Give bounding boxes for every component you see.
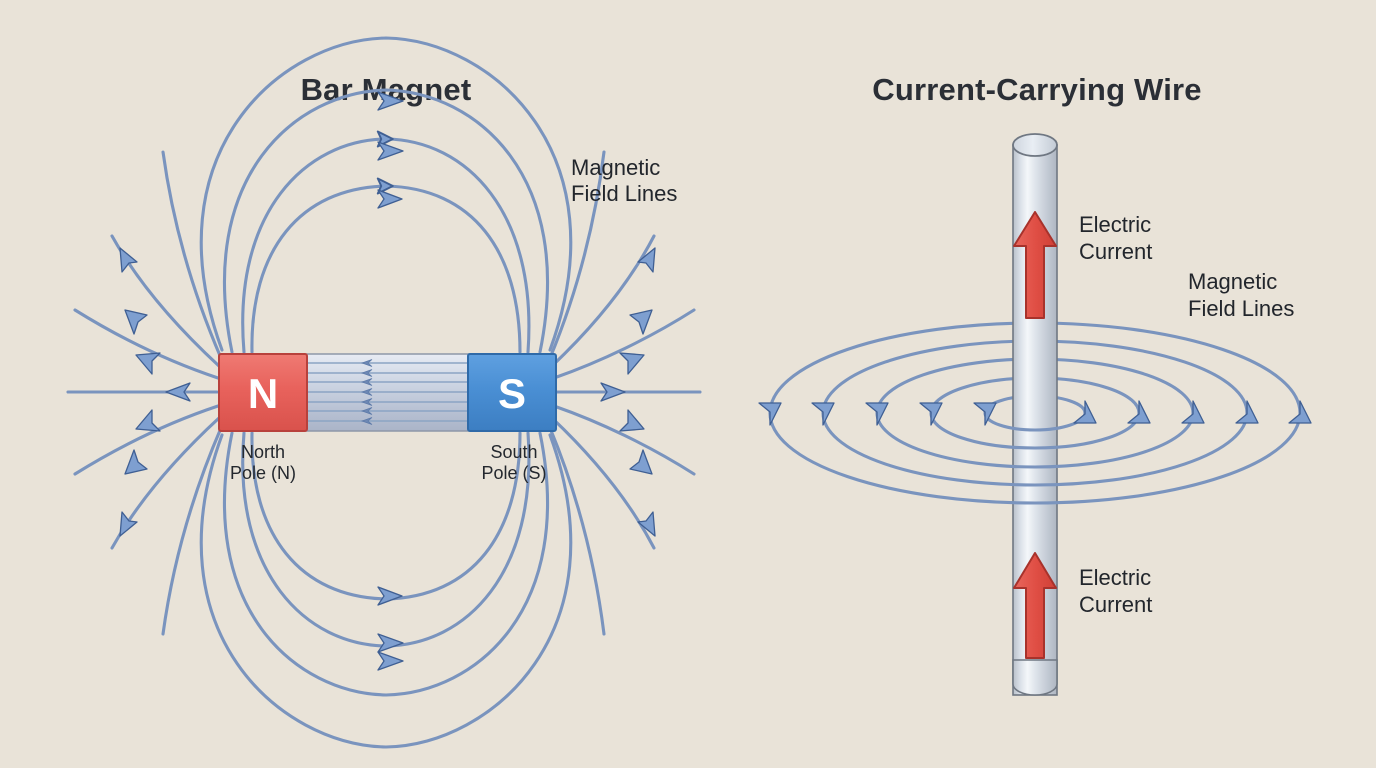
svg-text:Electric: Electric: [1079, 565, 1151, 590]
south-pole-label: South Pole (S): [481, 442, 546, 483]
arrowhead-wire-left-1: [973, 402, 997, 426]
wire-bottom-cap: [1012, 659, 1058, 696]
north-pole-block: [218, 353, 308, 432]
field-line-s-3: [550, 234, 656, 368]
current-label-lower: Electric Current: [1079, 565, 1152, 617]
arrowhead-wire-left-4: [811, 402, 835, 426]
svg-text:Electric: Electric: [1079, 212, 1151, 237]
arrowhead-n-6: [119, 511, 138, 537]
arrowhead-s-3: [629, 309, 653, 335]
svg-text:Field Lines: Field Lines: [571, 181, 677, 206]
arrowhead-wire-right-5: [1288, 400, 1312, 424]
svg-text:Magnetic: Magnetic: [1188, 269, 1277, 294]
ellipse-front-2: [929, 411, 1141, 450]
field-line-n-5: [161, 150, 223, 360]
arrowhead-wire-right-4: [1235, 400, 1259, 424]
svg-text:Magnetic: Magnetic: [571, 155, 660, 180]
current-arrow-lower-shape: [1013, 552, 1057, 659]
right-field-lines-annotation: Magnetic Field Lines: [1188, 269, 1294, 321]
field-line-s-4: [550, 416, 656, 550]
field-arrows-south-radial: [600, 247, 656, 537]
magnet-north-pole: N: [218, 353, 308, 432]
arrowhead-top-1: [377, 189, 403, 209]
arrowhead-s-1: [619, 352, 645, 375]
arrowhead-s-5: [637, 247, 656, 273]
field-lines-bottom-loops: [199, 431, 573, 749]
svg-text:South: South: [490, 442, 537, 462]
right-panel-title: Current-Carrying Wire: [872, 72, 1201, 107]
arrowhead-s-6: [637, 511, 656, 537]
field-lines-north-radial: [66, 150, 223, 636]
field-line-top-1: [250, 177, 522, 354]
magnet-south-pole: S: [467, 353, 557, 432]
field-line-s-1: [552, 308, 696, 380]
current-arrow-upper: [1013, 211, 1057, 319]
left-field-lines-annotation: Magnetic Field Lines: [571, 155, 677, 206]
svg-text:Pole (S): Pole (S): [481, 463, 546, 483]
magnet-internal-arrows: [360, 359, 373, 425]
field-line-bottom-1: [250, 431, 522, 601]
svg-text:North: North: [241, 442, 285, 462]
ellipse-front-5: [768, 411, 1302, 505]
wire-top-cap: [1012, 133, 1058, 157]
arrowhead-bottom-1: [377, 586, 403, 606]
bar-magnet: N S: [218, 353, 557, 432]
arrowhead-n-1: [135, 352, 161, 375]
arrowhead-wire-right-1: [1073, 400, 1097, 424]
current-arrow-lower: [1013, 552, 1057, 659]
arrowhead-wire-left-2: [919, 402, 943, 426]
svg-text:Pole (N): Pole (N): [230, 463, 296, 483]
svg-text:Current: Current: [1079, 592, 1152, 617]
field-line-top-3: [222, 88, 550, 354]
svg-text:Current: Current: [1079, 239, 1152, 264]
field-lines-south-radial: [548, 150, 702, 636]
field-line-top-4: [199, 36, 573, 352]
wire-field-arrows-left: [758, 402, 997, 426]
wire-field-arrows-right: [1073, 400, 1312, 424]
arrowhead-top-2: [377, 141, 404, 161]
field-line-s-6: [548, 426, 606, 636]
arrowhead-n-5: [119, 247, 138, 273]
south-pole-block: [467, 353, 557, 432]
arrowhead-wire-left-5: [758, 402, 782, 426]
current-arrow-upper-shape: [1013, 211, 1057, 319]
arrowhead-wire-right-3: [1181, 400, 1205, 424]
arrowhead-n-0: [165, 382, 191, 402]
arrowhead-bottom-3: [377, 651, 404, 671]
field-line-n-2: [73, 404, 220, 476]
right-panel-current-wire: Current-Carrying Wire: [758, 72, 1312, 696]
arrowhead-s-2: [619, 409, 645, 432]
current-label-upper: Electric Current: [1079, 212, 1152, 264]
south-pole-letter: S: [498, 370, 526, 417]
arrowhead-s-0: [600, 382, 626, 402]
field-line-bottom-4: [199, 433, 573, 749]
arrowhead-top-3: [377, 91, 404, 111]
field-arrows-bottom: [377, 586, 404, 671]
field-line-s-2: [552, 404, 696, 476]
north-pole-letter: N: [248, 370, 278, 417]
field-line-s-5: [548, 150, 606, 360]
field-line-bottom-3: [222, 431, 550, 697]
arrowhead-s-4: [629, 449, 653, 475]
arrowhead-n-3: [124, 309, 148, 335]
arrowhead-wire-left-3: [865, 402, 889, 426]
left-panel-bar-magnet: Bar Magnet: [66, 36, 702, 749]
ellipse-front-3: [875, 411, 1195, 469]
field-line-n-1: [73, 308, 220, 380]
arrowhead-wire-right-2: [1127, 400, 1151, 424]
field-line-n-6: [161, 426, 223, 636]
ellipse-front-4: [821, 411, 1249, 487]
arrowhead-n-4: [124, 449, 148, 475]
field-lines-top-loops: [199, 36, 573, 354]
arrowhead-n-2: [135, 409, 161, 432]
field-line-top-2: [241, 130, 531, 354]
north-pole-label: North Pole (N): [230, 442, 296, 483]
svg-text:Field Lines: Field Lines: [1188, 296, 1294, 321]
field-arrows-top: [377, 91, 404, 209]
field-arrows-north-radial: [119, 247, 191, 537]
arrowhead-bottom-2: [377, 633, 404, 653]
